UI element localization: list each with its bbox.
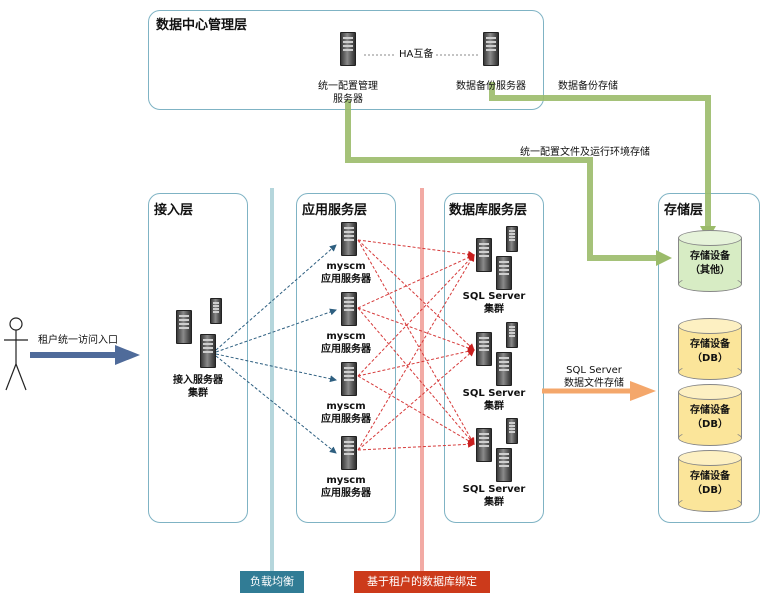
app-server-icon: [341, 436, 357, 470]
app-server-label: myscm 应用服务器: [321, 261, 371, 285]
config-storage-label: 统一配置文件及运行环境存储: [520, 147, 650, 158]
db-server-icon: [496, 352, 512, 386]
entry-label: 租户统一访问入口: [38, 335, 118, 346]
tenant-binding-tag: 基于租户的数据库绑定: [354, 571, 490, 593]
db-server-icon: [476, 332, 492, 366]
db-cluster-label: SQL Server 集群: [462, 291, 526, 315]
app-server-label: myscm 应用服务器: [321, 475, 371, 499]
config-storage-flow: [345, 100, 658, 261]
storage-layer-title: 存储层: [664, 203, 704, 218]
storage-device-label: 存储设备 （DB）: [690, 339, 730, 364]
db-server-icon: [476, 238, 492, 272]
db-cluster-label: SQL Server 集群: [462, 388, 526, 412]
storage-device-label: 存储设备 （DB）: [690, 471, 730, 496]
access-layer-panel: [148, 193, 248, 523]
app-server-icon: [341, 362, 357, 396]
load-balance-tag: 负载均衡: [240, 571, 304, 593]
management-layer-title: 数据中心管理层: [156, 18, 248, 33]
storage-device-label: 存储设备 （DB）: [690, 405, 730, 430]
db-server-icon: [506, 322, 518, 348]
access-layer-title: 接入层: [154, 203, 194, 218]
config-server-label: 统一配置管理 服务器: [318, 81, 378, 105]
backup-server-label: 数据备份服务器: [456, 81, 526, 92]
backup-storage-label: 数据备份存储: [558, 81, 618, 92]
db-cluster-label: SQL Server 集群: [462, 484, 526, 508]
backup-server-icon: [483, 32, 499, 66]
storage-device-label: 存储设备 （其他）: [690, 251, 730, 276]
db-server-icon: [496, 256, 512, 290]
storage-device-other: 存储设备 （其他）: [678, 230, 742, 292]
access-cluster-label: 接入服务器 集群: [173, 375, 223, 399]
db-server-icon: [506, 418, 518, 444]
app-server-icon: [341, 222, 357, 256]
app-server-icon: [341, 292, 357, 326]
access-server-icon: [200, 334, 216, 368]
ha-label: HA互备: [396, 48, 437, 61]
storage-device-db: 存储设备 （DB）: [678, 384, 742, 446]
config-server-icon: [340, 32, 356, 66]
backup-storage-flow: [489, 82, 711, 228]
storage-device-db: 存储设备 （DB）: [678, 318, 742, 380]
db-layer-panel: [444, 193, 544, 523]
storage-device-db: 存储设备 （DB）: [678, 450, 742, 512]
db-server-icon: [506, 226, 518, 252]
db-layer-title: 数据库服务层: [449, 203, 528, 218]
app-server-label: myscm 应用服务器: [321, 401, 371, 425]
db-server-icon: [476, 428, 492, 462]
app-server-label: myscm 应用服务器: [321, 331, 371, 355]
user-figure: [4, 317, 28, 391]
app-layer-title: 应用服务层: [302, 203, 368, 218]
access-server-icon: [210, 298, 222, 324]
db-server-icon: [496, 448, 512, 482]
access-server-icon: [176, 310, 192, 344]
sql-storage-label: SQL Server 数据文件存储: [564, 365, 624, 389]
